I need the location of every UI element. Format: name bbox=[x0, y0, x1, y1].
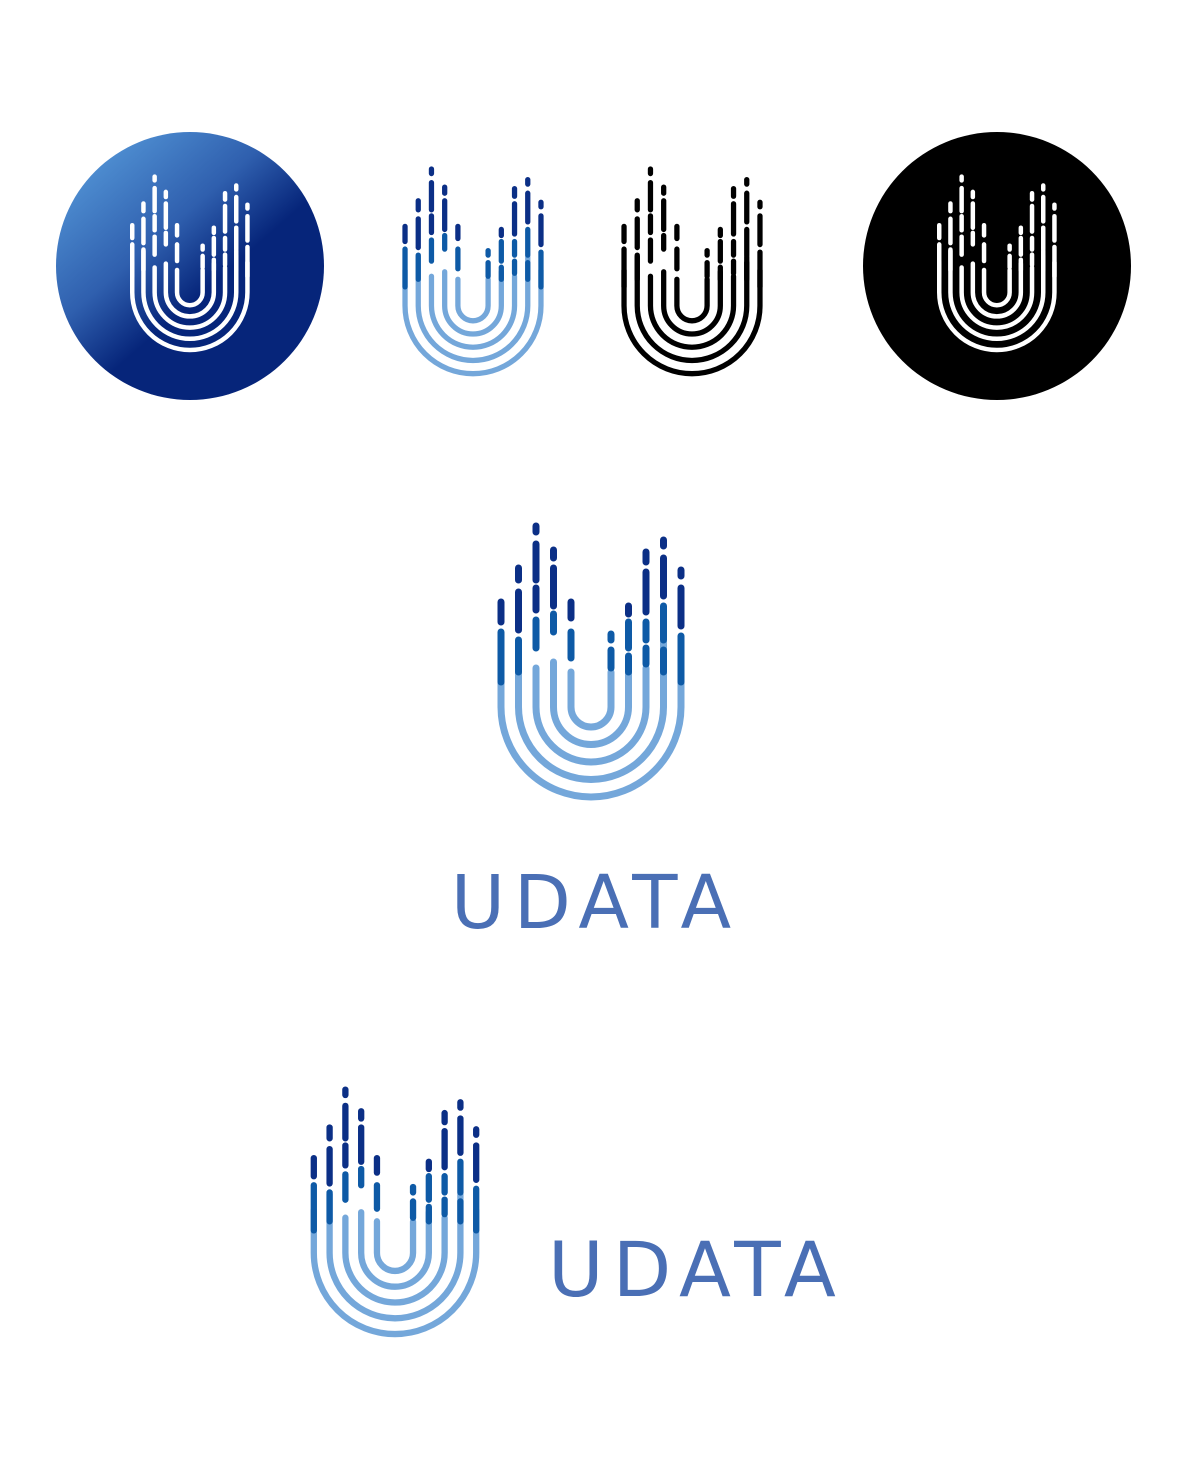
badge-circle bbox=[863, 132, 1131, 400]
u-mark-icon bbox=[402, 166, 544, 377]
wordmark-horizontal: UDATA bbox=[548, 1225, 846, 1314]
u-arc-4 bbox=[634, 253, 750, 364]
logo-badge-black bbox=[863, 132, 1131, 400]
u-arc-1 bbox=[674, 276, 710, 324]
u-arc-3 bbox=[532, 664, 650, 766]
u-mark-icon bbox=[937, 174, 1057, 353]
u-arc-4 bbox=[415, 253, 531, 364]
u-arc-4 bbox=[948, 248, 1046, 342]
wordmark-stacked: UDATA bbox=[450, 860, 741, 946]
u-arc-1 bbox=[373, 1218, 417, 1275]
u-arc-1 bbox=[455, 276, 491, 324]
logo-stacked-mark bbox=[497, 522, 685, 801]
u-arc-5 bbox=[130, 260, 250, 353]
u-arc-2 bbox=[661, 269, 723, 337]
u-mark-icon bbox=[310, 1086, 480, 1338]
u-arc-3 bbox=[647, 273, 737, 350]
u-arc-4 bbox=[515, 638, 667, 783]
u-arc-4 bbox=[141, 248, 239, 342]
badge-circle bbox=[56, 132, 324, 400]
u-arc-5 bbox=[621, 267, 763, 377]
u-mark-icon bbox=[130, 174, 250, 353]
u-arc-4 bbox=[326, 1191, 464, 1322]
u-arc-3 bbox=[959, 265, 1035, 330]
u-mark-icon bbox=[621, 166, 763, 377]
u-arc-2 bbox=[358, 1209, 432, 1290]
u-arc-3 bbox=[428, 273, 518, 350]
logo-badge-gradient bbox=[56, 132, 324, 400]
u-arc-3 bbox=[342, 1214, 448, 1306]
u-arc-5 bbox=[937, 260, 1057, 353]
u-arc-1 bbox=[174, 267, 205, 308]
u-arc-5 bbox=[402, 267, 544, 377]
u-mark-icon bbox=[497, 522, 685, 801]
u-arc-3 bbox=[152, 265, 228, 330]
u-arc-2 bbox=[550, 658, 632, 748]
logo-mark-black bbox=[621, 166, 763, 377]
u-arc-5 bbox=[310, 1207, 480, 1338]
u-arc-2 bbox=[442, 269, 504, 337]
logo-horizontal-mark bbox=[310, 1086, 480, 1338]
u-arc-5 bbox=[497, 656, 685, 801]
u-arc-1 bbox=[981, 267, 1012, 308]
u-arc-1 bbox=[567, 668, 615, 731]
logo-mark-color bbox=[402, 166, 544, 377]
u-arc-2 bbox=[163, 261, 217, 319]
u-arc-2 bbox=[970, 261, 1024, 319]
